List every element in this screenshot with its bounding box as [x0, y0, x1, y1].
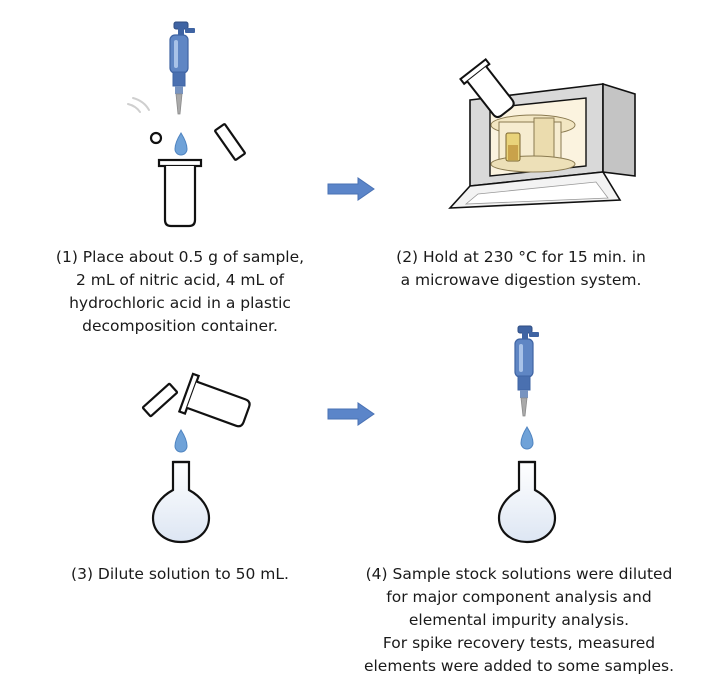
step2-microwave-oven: [448, 82, 636, 209]
step3-container-lid: [141, 382, 179, 418]
step1-container-lid: [214, 123, 246, 161]
step4-caption-line: elemental impurity analysis.: [408, 611, 630, 629]
step2-caption-line: (2) Hold at 230 °C for 15 min. in: [396, 248, 646, 266]
step3-caption-line: (3) Dilute solution to 50 mL.: [71, 565, 289, 583]
step4-caption: (4) Sample stock solutions were diluted …: [338, 563, 700, 678]
arrow-step3-to-step4: [327, 402, 375, 426]
step4-caption-line: (4) Sample stock solutions were diluted: [365, 565, 673, 583]
step3-pouring-container: [177, 372, 251, 428]
step4-caption-line: For spike recovery tests, measured: [382, 634, 656, 652]
step1-caption-line: 2 mL of nitric acid, 4 mL of: [75, 271, 285, 289]
step2-caption-line: a microwave digestion system.: [400, 271, 642, 289]
arrow-step1-to-step2: [327, 177, 375, 201]
step4-pipette: [514, 325, 539, 417]
step2-vessel-entering: [459, 57, 515, 119]
step1-motion-lines: [127, 97, 150, 113]
step3-drop-icon: [174, 429, 188, 453]
step1-pipette: [169, 21, 195, 115]
step3-caption: (3) Dilute solution to 50 mL.: [20, 563, 340, 586]
step1-caption-line: decomposition container.: [82, 317, 278, 335]
step1-caption: (1) Place about 0.5 g of sample, 2 mL of…: [20, 246, 340, 338]
step1-sample-grain-icon: [149, 131, 163, 145]
step4-caption-line: for major component analysis and: [386, 588, 652, 606]
step4-caption-line: elements were added to some samples.: [363, 657, 675, 675]
step3-volumetric-flask: [151, 460, 211, 544]
step1-decomposition-container: [157, 158, 203, 228]
step1-drop-icon: [174, 132, 188, 156]
step2-caption: (2) Hold at 230 °C for 15 min. in a micr…: [356, 246, 686, 292]
step1-caption-line: hydrochloric acid in a plastic: [69, 294, 291, 312]
step4-drop-icon: [520, 426, 534, 450]
step4-volumetric-flask: [497, 460, 557, 544]
step1-caption-line: (1) Place about 0.5 g of sample,: [55, 248, 305, 266]
